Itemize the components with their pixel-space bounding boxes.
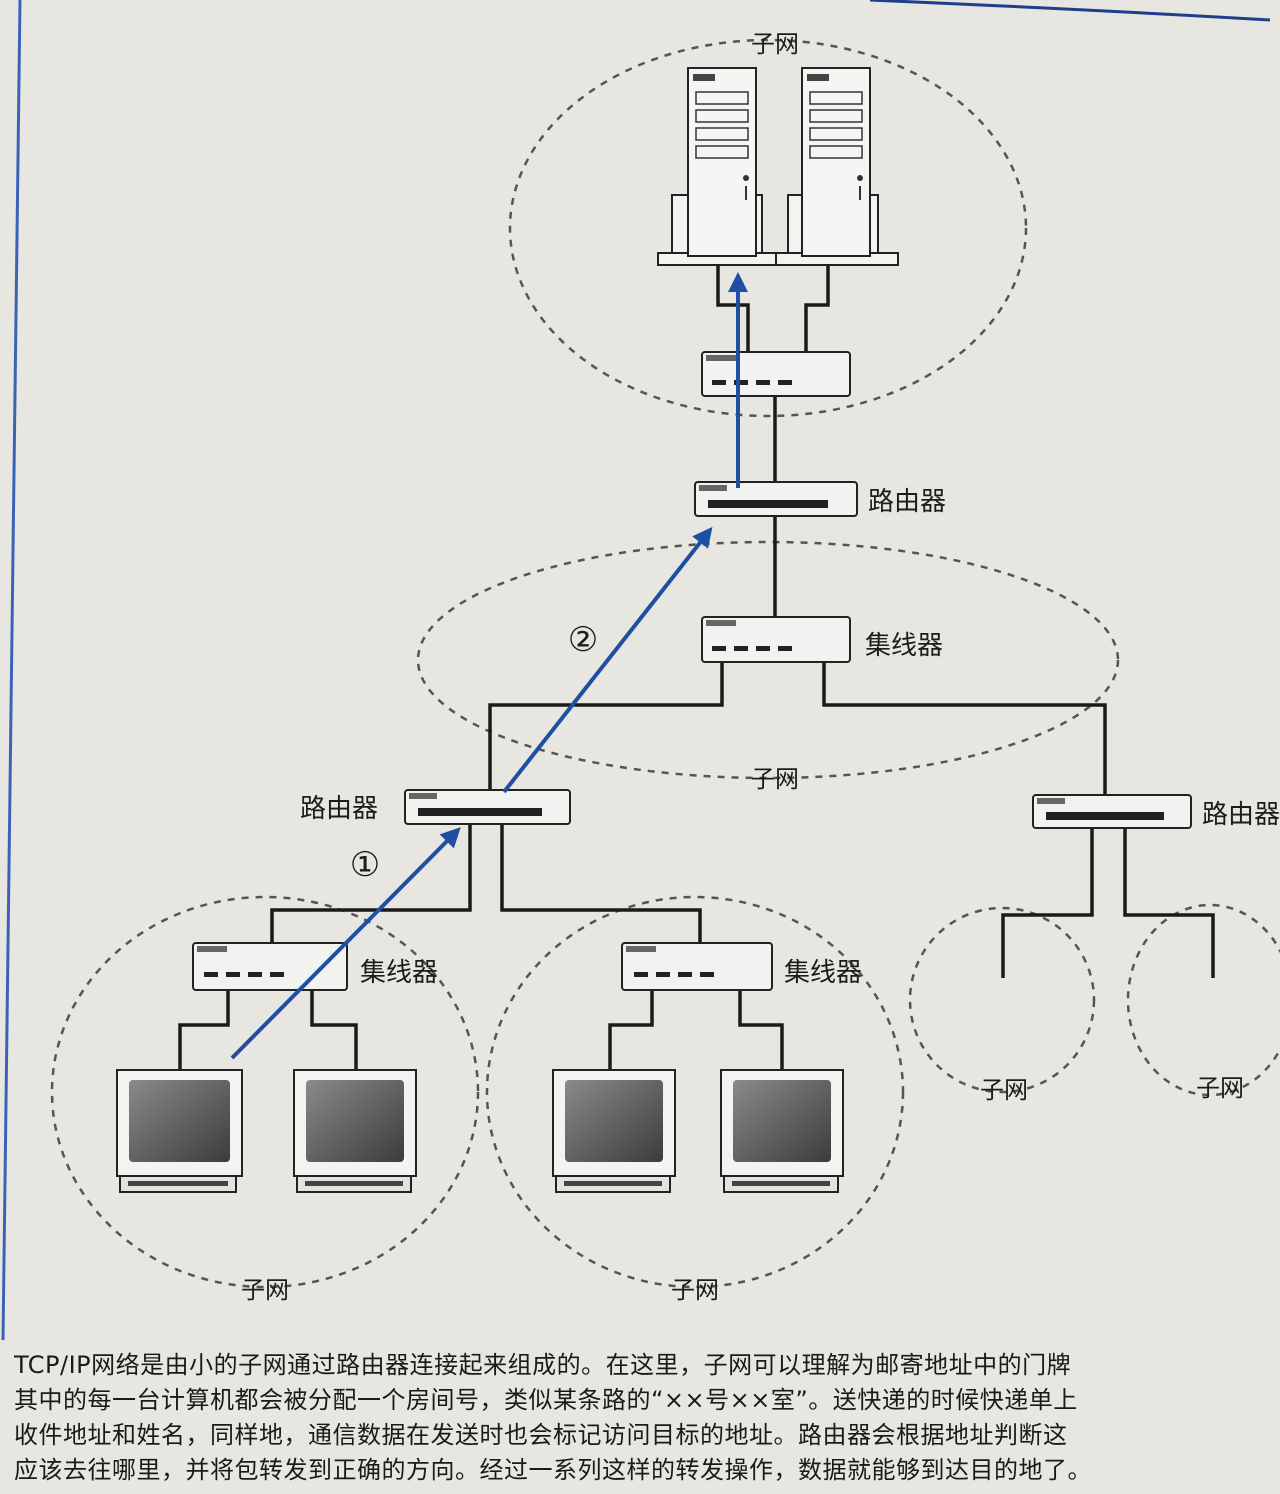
router-right [1032,794,1192,829]
subnet-label-middle: 子网 [751,765,799,793]
pc-2 [293,1069,417,1193]
router-right-label: 路由器 [1202,800,1280,830]
page-edge-line [1,0,22,1340]
caption-line-2: 其中的每一台计算机都会被分配一个房间号，类似某条路的“××号××室”。送快递的时… [14,1386,1078,1414]
router-top [694,481,858,517]
pc-3 [552,1069,676,1193]
router-left-label: 路由器 [300,794,378,824]
hub-bottom-left-label: 集线器 [360,958,438,988]
arrow-step-1 [230,827,461,1060]
caption-line-1: TCP/IP网络是由小的子网通过路由器连接起来组成的。在这里，子网可以理解为邮寄… [14,1351,1072,1379]
router-left [404,789,571,825]
subnet-label-bottom-left: 子网 [241,1276,289,1304]
subnet-bottom-right-b-ellipse [1126,903,1280,1097]
step-2-label: ② [568,620,598,660]
step-1-label: ① [350,845,380,885]
subnet-label-bottom-right-a: 子网 [980,1076,1028,1104]
hub-bottom-center [621,942,773,991]
hub-middle [701,616,851,663]
router-top-label: 路由器 [868,487,946,517]
server-right [775,67,899,266]
hub-top [701,351,851,397]
hub-bottom-center-label: 集线器 [784,958,862,988]
subnet-middle-ellipse [416,540,1120,780]
caption-line-3: 收件地址和姓名，同样地，通信数据在发送时也会标记访问目标的地址。路由器会根据地址… [14,1421,1068,1449]
page-top-edge [869,0,1271,22]
subnet-top-ellipse [508,38,1028,418]
network-diagram: ① ② 子网 子网 子网 子网 子网 子网 路由器 集线器 路由器 路由器 集线… [1,0,1280,1340]
subnet-bottom-right-a-ellipse [908,906,1096,1094]
subnet-bottom-left-ellipse [50,895,480,1289]
figure-caption: TCP/IP网络是由小的子网通过路由器连接起来组成的。在这里，子网可以理解为邮寄… [14,1348,1276,1488]
hub-middle-label: 集线器 [865,631,943,661]
arrow-step-2 [502,526,713,794]
caption-line-4: 应该去往哪里，并将包转发到正确的方向。经过一系列这样的转发操作，数据就能够到达目… [14,1456,1092,1484]
subnet-label-bottom-right-b: 子网 [1196,1074,1244,1102]
subnet-label-bottom-center: 子网 [671,1276,719,1304]
pc-1 [116,1069,243,1193]
subnet-bottom-center-ellipse [485,895,905,1289]
pc-4 [720,1069,844,1193]
cable-group [178,262,1215,1070]
server-left [657,67,777,266]
subnet-label-top: 子网 [751,30,799,58]
